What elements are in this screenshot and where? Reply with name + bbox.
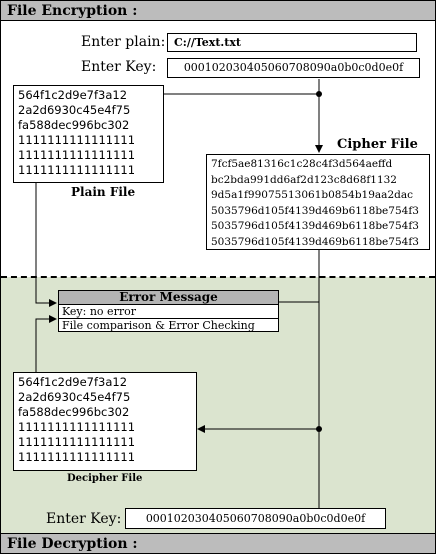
file-line: bc2bda991dd6af2d123c8d68f1132 [211, 173, 397, 186]
file-check-row: File comparison & Error Checking [59, 318, 278, 332]
error-message-title: Error Message [59, 291, 278, 305]
file-line: 1111111111111111 [18, 148, 136, 162]
key-label: Enter Key: [81, 59, 157, 75]
decrypt-key-input[interactable]: 000102030405060708090a0b0c0d0e0f [125, 508, 386, 529]
section-divider [1, 276, 435, 278]
error-message-panel: Error Message Key: no error File compari… [58, 290, 279, 332]
file-line: 9d5a1f99075513061b0854b19aa2dac [211, 189, 413, 201]
file-line: 1111111111111111 [18, 133, 136, 147]
plain-file-input[interactable]: C://Text.txt [167, 33, 417, 52]
decrypt-junction-dot [316, 426, 322, 432]
key-status-row: Key: no error [62, 305, 136, 318]
file-line: 1111111111111111 [18, 420, 136, 434]
file-line: 564f1c2d9e7f3a12 [18, 375, 128, 389]
encrypt-key-input[interactable]: 000102030405060708090a0b0c0d0e0f [167, 58, 420, 78]
plain-to-error-arrow [35, 183, 57, 307]
file-line: 5035796d105f4139d469b6118be754f3 [211, 220, 419, 232]
file-line: 2a2d6930c45e4f75 [18, 390, 131, 404]
cipher-file-box: 7fcf5ae81316c1c28c4f3d564aeffd bc2bda991d… [206, 154, 430, 250]
file-line: fa588dec996bc302 [18, 118, 130, 132]
file-line: 564f1c2d9e7f3a12 [18, 88, 128, 102]
plain-file-caption: Plain File [71, 185, 136, 199]
decipher-to-error-arrow [35, 315, 57, 372]
file-line: 1111111111111111 [18, 163, 136, 177]
file-line: 1111111111111111 [18, 435, 136, 449]
key-junction-dot [316, 91, 322, 97]
decipher-file-caption: Decipher File [67, 473, 143, 484]
decryption-title: File Decryption : [1, 533, 435, 553]
file-line: 1111111111111111 [18, 450, 136, 464]
encryption-title: File Encryption : [1, 1, 435, 21]
file-line: fa588dec996bc302 [18, 405, 130, 419]
file-line: 2a2d6930c45e4f75 [18, 103, 131, 117]
file-line: 5035796d105f4139d469b6118be754f3 [211, 235, 419, 248]
file-line: 5035796d105f4139d469b6118be754f3 [211, 204, 419, 217]
file-line: 7fcf5ae81316c1c28c4f3d564aeffd [211, 158, 393, 170]
plain-label: Enter plain: [81, 34, 166, 50]
decrypt-key-label: Enter Key: [46, 511, 122, 527]
cipher-file-caption: Cipher File [337, 137, 418, 152]
